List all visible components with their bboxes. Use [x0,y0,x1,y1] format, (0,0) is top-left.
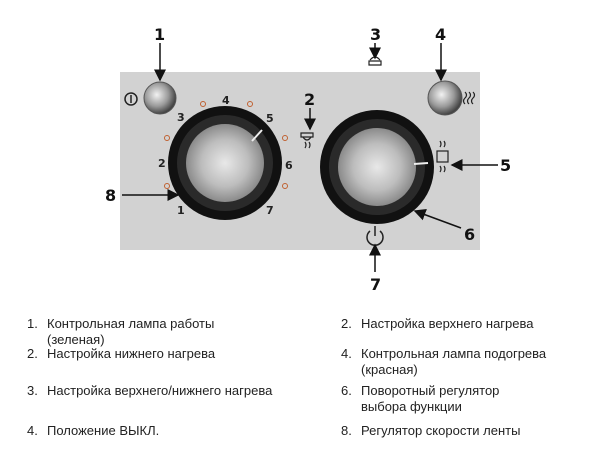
legend-text: Настройка нижнего нагрева [47,346,216,361]
callout-4: 4 [435,25,446,44]
legend-number: 2. [341,316,352,331]
legend-text: Контрольная лампа подогрева (красная) [361,346,547,377]
legend-number: 6. [341,383,352,398]
heat-lamp [427,80,476,116]
legend-number: 1. [27,316,38,331]
callout-5: 5 [500,156,511,175]
dial-number: 3 [177,111,185,124]
power-on-icon [124,92,138,106]
belt-speed-knob[interactable] [168,106,282,220]
callout-7: 7 [370,275,381,294]
bottom-heat-icon [300,132,314,149]
callout-3: 3 [370,25,381,44]
heat-waves-icon [462,91,476,105]
power-lamp [124,81,177,115]
legend-text: Контрольная лампа работы (зеленая) [47,316,215,347]
legend-text: Поворотный регулятор выбора функции [361,383,500,414]
legend-number: 4. [341,346,352,361]
dial-number: 4 [222,94,230,107]
top-heat-icon [436,140,449,173]
dial-number: 5 [266,112,274,125]
dial-number: 1 [177,204,185,217]
legend-text: Настройка верхнего нагрева [361,316,534,331]
legend-text: Положение ВЫКЛ. [47,423,160,438]
callout-arrows [122,43,498,272]
dial-number: 6 [285,159,293,172]
dial-number: 7 [266,204,274,217]
legend-number: 8. [341,423,352,438]
legend-number: 4. [27,423,38,438]
legend-number: 2. [27,346,38,361]
panel-illustration: 1 2 3 4 5 6 7 1 2 3 4 5 6 7 8 [105,25,511,294]
dial-number: 2 [158,157,166,170]
callout-1: 1 [154,25,165,44]
legend-text: Настройка верхнего/нижнего нагрева [47,383,273,398]
callout-8: 8 [105,186,116,205]
callout-2: 2 [304,90,315,109]
dial-markers [164,101,288,189]
legend-text: Регулятор скорости ленты [361,423,521,438]
legend-number: 3. [27,383,38,398]
callout-6: 6 [464,225,475,244]
function-selector-knob[interactable] [320,110,434,224]
